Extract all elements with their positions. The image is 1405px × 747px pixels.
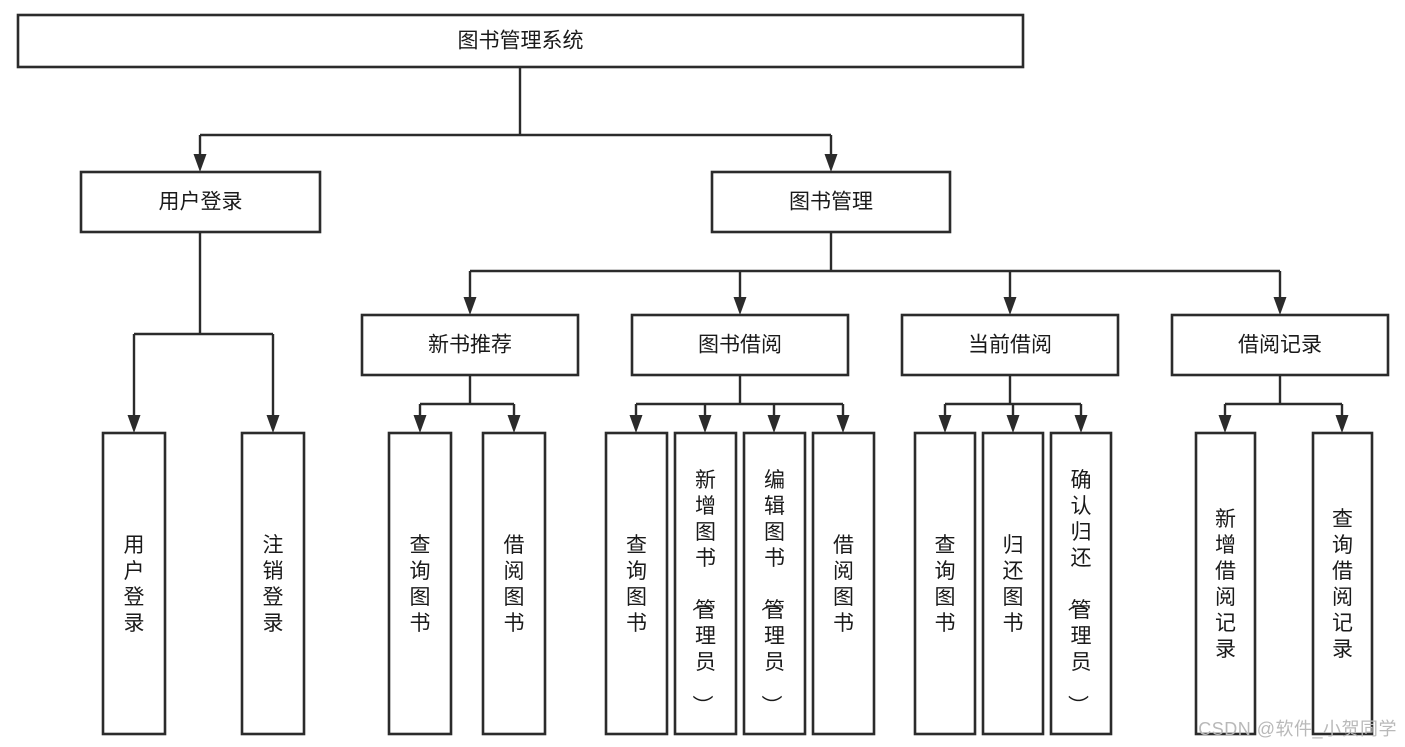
arrow-head-icon (836, 415, 850, 433)
arrow-head-icon (1006, 415, 1020, 433)
connector-user-login-to-leaves (127, 232, 280, 433)
node-box[interactable] (16, 13, 1025, 69)
connector-root-to-level2 (193, 67, 838, 172)
node-current-borrow[interactable]: 当前借阅 (900, 313, 1120, 377)
arrow-head-icon (1003, 297, 1017, 315)
node-box[interactable] (481, 431, 547, 736)
node-borrow-record[interactable]: 借阅记录 (1170, 313, 1390, 377)
node-book-borrow[interactable]: 图书借阅 (630, 313, 850, 377)
arrow-head-icon (733, 297, 747, 315)
arrow-head-icon (463, 297, 477, 315)
arrow-head-icon (413, 415, 427, 433)
node-label: 新增图书（管理员） (690, 469, 716, 716)
node-label: 查询图书 (410, 534, 431, 635)
connector-book-manage-to-level3 (463, 232, 1287, 315)
node-box[interactable] (673, 431, 738, 736)
node-leaf-query-book-3[interactable]: 查询图书 (913, 431, 977, 736)
node-label: 当前借阅 (968, 334, 1052, 357)
node-box[interactable] (604, 431, 669, 736)
node-label: 查询借阅记录 (1332, 508, 1353, 661)
node-label: 查询图书 (935, 534, 956, 635)
node-leaf-add-borrow-record[interactable]: 新增借阅记录 (1194, 431, 1257, 736)
node-box[interactable] (913, 431, 977, 736)
arrow-head-icon (193, 154, 207, 172)
node-leaf-query-book-1[interactable]: 查询图书 (387, 431, 453, 736)
connector-current-borrow-to-leaves (938, 375, 1088, 433)
node-box[interactable] (630, 313, 850, 377)
arrow-head-icon (1273, 297, 1287, 315)
node-label: 借阅记录 (1238, 334, 1322, 357)
node-box[interactable] (360, 313, 580, 377)
node-label: 图书管理 (789, 191, 873, 214)
connectors-layer (127, 67, 1349, 433)
node-leaf-borrow-book-1[interactable]: 借阅图书 (481, 431, 547, 736)
watermark-text: CSDN @软件_小贺同学 (1198, 719, 1397, 739)
node-box[interactable] (710, 170, 952, 234)
connector-borrow-record-to-leaves (1218, 375, 1349, 433)
node-leaf-query-borrow-record[interactable]: 查询借阅记录 (1311, 431, 1374, 736)
node-leaf-borrow-book-2[interactable]: 借阅图书 (811, 431, 876, 736)
node-leaf-return-book[interactable]: 归还图书 (981, 431, 1045, 736)
node-leaf-edit-book-admin[interactable]: 编辑图书（管理员） (742, 431, 807, 736)
node-root[interactable]: 图书管理系统 (16, 13, 1025, 69)
arrow-head-icon (824, 154, 838, 172)
arrow-head-icon (1218, 415, 1232, 433)
arrow-head-icon (1335, 415, 1349, 433)
node-leaf-add-book-admin[interactable]: 新增图书（管理员） (673, 431, 738, 736)
node-label: 新增借阅记录 (1215, 508, 1236, 661)
node-leaf-logout-login[interactable]: 注销登录 (240, 431, 306, 736)
node-label: 编辑图书（管理员） (759, 469, 785, 716)
node-box[interactable] (811, 431, 876, 736)
node-box[interactable] (900, 313, 1120, 377)
node-label: 图书管理系统 (458, 30, 584, 53)
node-box[interactable] (101, 431, 167, 736)
node-label: 归还图书 (1003, 534, 1024, 635)
node-leaf-user-login[interactable]: 用户登录 (101, 431, 167, 736)
connector-book-borrow-to-leaves (629, 375, 850, 433)
arrow-head-icon (1074, 415, 1088, 433)
node-new-book-recommend[interactable]: 新书推荐 (360, 313, 580, 377)
arrow-head-icon (938, 415, 952, 433)
node-book-manage[interactable]: 图书管理 (710, 170, 952, 234)
node-box[interactable] (387, 431, 453, 736)
node-label: 用户登录 (159, 191, 243, 214)
arrow-head-icon (698, 415, 712, 433)
node-box[interactable] (742, 431, 807, 736)
node-leaf-confirm-return-admin[interactable]: 确认归还（管理员） (1049, 431, 1113, 736)
node-box[interactable] (1170, 313, 1390, 377)
node-leaf-query-book-2[interactable]: 查询图书 (604, 431, 669, 736)
arrow-head-icon (507, 415, 521, 433)
node-box[interactable] (981, 431, 1045, 736)
connector-new-book-recommend-to-leaves (413, 375, 521, 433)
node-label: 新书推荐 (428, 334, 512, 357)
node-label: 查询图书 (626, 534, 647, 635)
arrow-head-icon (629, 415, 643, 433)
node-box[interactable] (1311, 431, 1374, 736)
node-label: 借阅图书 (833, 534, 854, 635)
node-box[interactable] (1049, 431, 1113, 736)
node-label: 用户登录 (124, 534, 145, 635)
node-box[interactable] (79, 170, 322, 234)
arrow-head-icon (127, 415, 141, 433)
arrow-head-icon (767, 415, 781, 433)
node-user-login[interactable]: 用户登录 (79, 170, 322, 234)
node-label: 确认归还（管理员） (1066, 469, 1092, 716)
node-label: 图书借阅 (698, 334, 782, 357)
nodes-layer: 图书管理系统用户登录图书管理新书推荐图书借阅当前借阅借阅记录用户登录注销登录查询… (16, 13, 1390, 736)
node-box[interactable] (240, 431, 306, 736)
node-label: 借阅图书 (504, 534, 525, 635)
arrow-head-icon (266, 415, 280, 433)
node-label: 注销登录 (263, 534, 284, 635)
node-box[interactable] (1194, 431, 1257, 736)
